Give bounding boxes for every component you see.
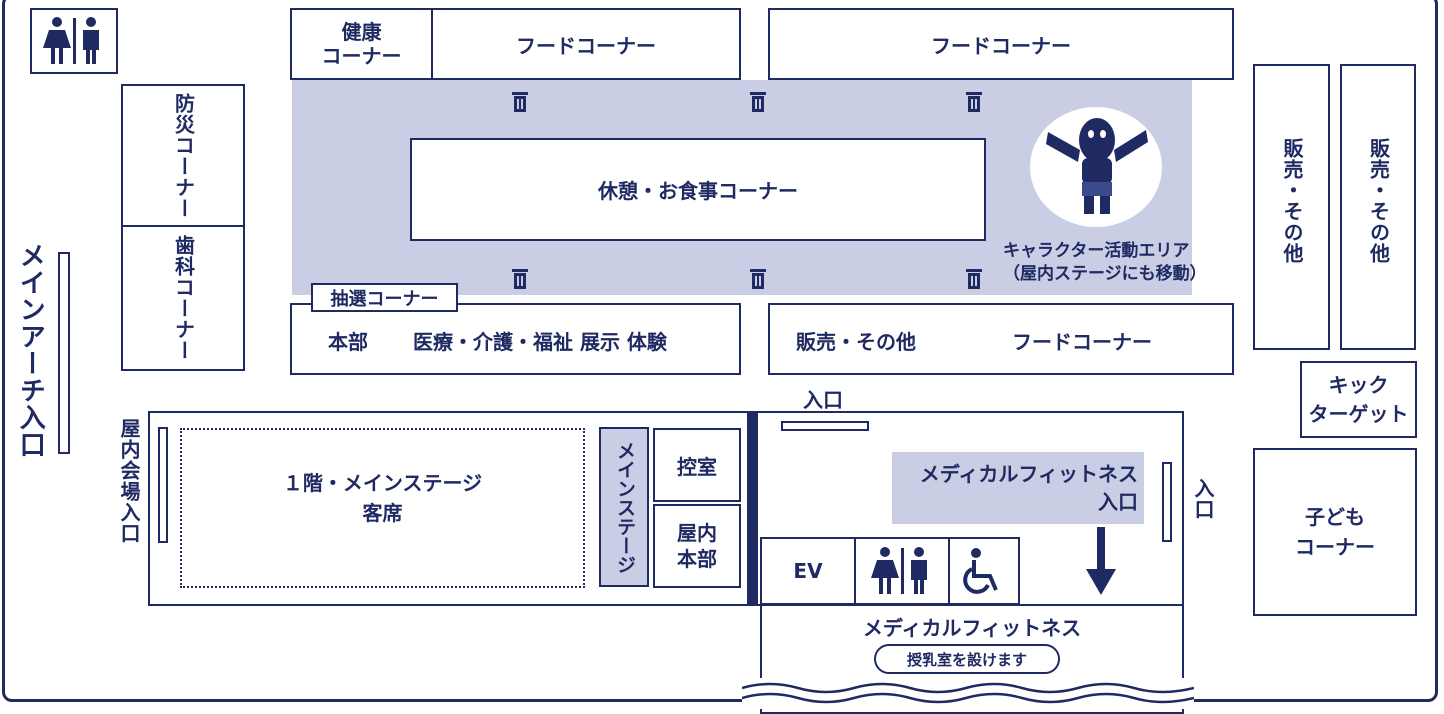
map-frame: [2, 0, 1438, 702]
restroom-sign: [30, 8, 118, 74]
divider-wall: [747, 411, 758, 606]
shika-corner-label: 歯科コーナー: [171, 235, 196, 361]
entrance-top-gate: [781, 421, 869, 431]
health-corner: 健康 コーナー: [290, 8, 433, 80]
sales-other-box-1: 販売・その他: [1253, 64, 1330, 350]
medical-fitness-entrance-shade: [892, 452, 1144, 524]
honbu-label: 本部: [328, 330, 368, 354]
mascot-icon: [1046, 118, 1148, 214]
bosai-corner-label: 防災コーナー: [171, 92, 196, 219]
food-corner-top-left: フードコーナー: [431, 8, 741, 80]
accessible-restroom: [948, 537, 1020, 605]
character-area-label: キャラクター活動エリア （屋内ステージにも移動）: [1003, 241, 1207, 284]
main-stage-label: メインステージ: [613, 440, 636, 574]
shika-corner: 歯科コーナー: [121, 225, 245, 371]
restroom-icon: [871, 547, 927, 594]
wheelchair-icon: [963, 548, 998, 594]
sales-other-vertical-2: 販売・その他: [1366, 138, 1391, 264]
ev-box: EV: [760, 537, 856, 605]
right-entrance-gate: [1162, 462, 1172, 542]
indoor-hq: 屋内 本部: [653, 504, 741, 588]
sales-other-vertical-1: 販売・その他: [1280, 138, 1304, 264]
entrance-right-label: 入口: [1191, 478, 1215, 520]
sales-other-box-2: 販売・その他: [1340, 64, 1416, 350]
sales-food-row: [768, 303, 1234, 375]
nursing-room-badge: 授乳室を設けます: [874, 644, 1060, 674]
green-room: 控室: [653, 428, 741, 502]
main-stage-seats-label: １階・メインステージ 客席: [282, 471, 483, 525]
main-arch-gate: [58, 252, 70, 454]
food-corner-middle-label: フードコーナー: [1012, 330, 1152, 354]
arrow-down-icon: [1086, 527, 1116, 595]
sales-other-label: 販売・その他: [796, 330, 916, 354]
kids-corner: 子ども コーナー: [1253, 448, 1417, 616]
lottery-corner: 抽選コーナー: [311, 283, 458, 312]
kick-target: キック ターゲット: [1300, 361, 1417, 438]
wave-break: [742, 678, 1194, 709]
trash-icon: [512, 269, 528, 289]
medical-fitness-label: メディカルフィットネス: [862, 616, 1082, 640]
medical-exhibit-label: 医療・介護・福祉 展示 体験: [413, 330, 667, 354]
trash-icon: [750, 92, 766, 112]
main-stage: メインステージ: [599, 427, 649, 587]
trash-icon: [750, 269, 766, 289]
trash-icon: [512, 92, 528, 112]
main-arch-entrance-label: メインアーチ入口: [15, 242, 46, 458]
entrance-top-label: 入口: [803, 388, 843, 412]
main-stage-seats: [180, 428, 585, 588]
indoor-venue-entrance-label: 屋内会場入口: [117, 418, 141, 544]
bosai-corner: 防災コーナー: [121, 84, 245, 227]
indoor-entrance-gate: [158, 427, 168, 543]
medical-fitness-entrance-label: メディカルフィットネス 入口: [919, 462, 1138, 514]
restroom-indoor: [854, 537, 950, 605]
restroom-icon: [43, 17, 99, 64]
rest-dining-corner: 休憩・お食事コーナー: [410, 138, 986, 241]
food-corner-top-right: フードコーナー: [768, 8, 1234, 80]
trash-icon: [966, 269, 982, 289]
trash-icon: [966, 92, 982, 112]
